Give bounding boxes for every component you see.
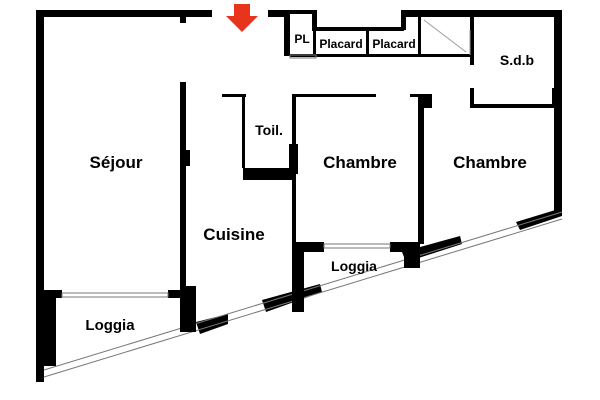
entrance-arrow-icon: [226, 4, 258, 32]
room-label-placard-2: Placard: [372, 37, 415, 51]
room-label-salle-de-bain: S.d.b: [500, 52, 534, 68]
room-label-loggia-1: Loggia: [85, 317, 135, 334]
room-label-toilettes: Toil.: [255, 122, 283, 138]
room-label-loggia-2: Loggia: [331, 258, 377, 274]
outer-walls: [36, 10, 562, 382]
room-label-chambre-1: Chambre: [323, 153, 397, 172]
room-label-placard-linge: PL: [294, 32, 309, 46]
room-labels: Séjour Cuisine Toil. Chambre Chambre S.d…: [85, 32, 534, 334]
windows: [61, 19, 471, 298]
room-label-cuisine: Cuisine: [203, 225, 264, 244]
room-label-chambre-2: Chambre: [453, 153, 527, 172]
interior-walls: [36, 15, 558, 366]
room-label-sejour: Séjour: [90, 153, 143, 172]
room-label-placard-1: Placard: [319, 37, 362, 51]
